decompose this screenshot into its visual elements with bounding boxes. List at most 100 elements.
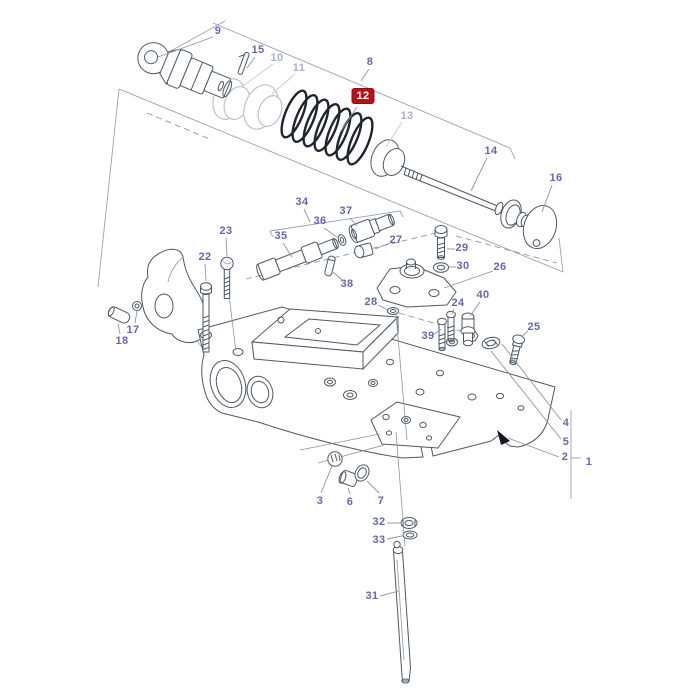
leader-line-10: [242, 63, 274, 87]
leader-line-8: [360, 68, 370, 82]
leader-line-13: [385, 121, 403, 148]
part-label-8: 8: [366, 56, 374, 68]
leader-line-28: [377, 304, 389, 311]
part-label-16: 16: [549, 172, 563, 184]
part-label-17: 17: [126, 324, 140, 336]
plug-27: [354, 242, 374, 259]
part-label-28: 28: [364, 296, 378, 308]
part-label-25: 25: [527, 321, 541, 333]
cover-disc-16: [522, 205, 558, 249]
bolt-25: [509, 334, 526, 366]
part-label-12: 12: [352, 89, 374, 103]
leader-line-37: [349, 217, 358, 227]
leader-line-33: [386, 535, 403, 540]
part-label-9: 9: [214, 25, 222, 37]
nut-30: [433, 262, 449, 273]
boundary-lines: [97, 20, 564, 288]
part-label-40: 40: [476, 289, 490, 301]
leader-line-7: [366, 480, 380, 494]
part-label-3: 3: [316, 495, 324, 507]
part-label-29: 29: [455, 242, 469, 254]
leader-line-23: [225, 237, 228, 257]
plug-6: [338, 470, 359, 487]
pin-38: [324, 255, 336, 277]
part-label-23: 23: [219, 225, 233, 237]
part-label-10: 10: [270, 52, 284, 64]
clevis-9: [137, 42, 233, 99]
leader-line-22: [204, 263, 207, 282]
leader-line-18: [117, 323, 121, 335]
oring-7: [354, 464, 370, 482]
leader-line-12: [340, 106, 358, 132]
part-label-27: 27: [389, 234, 403, 246]
oring-36: [337, 234, 347, 246]
part-label-22: 22: [198, 251, 212, 263]
part-label-6: 6: [346, 496, 354, 508]
part-label-11: 11: [292, 62, 306, 74]
part-label-35: 35: [274, 230, 288, 242]
valve-spool-35: [256, 237, 339, 281]
leader-line-36: [323, 227, 338, 238]
arrow-2: [497, 430, 510, 445]
leader-line-6: [347, 487, 351, 495]
part-label-1: 1: [585, 456, 593, 468]
part-label-4: 4: [562, 417, 570, 429]
rod-31: [392, 540, 412, 684]
part-label-37: 37: [339, 205, 353, 217]
part-label-34: 34: [295, 196, 309, 208]
leader-line-2: [507, 437, 560, 458]
leader-line-40: [469, 301, 481, 317]
bolt-24: [446, 310, 456, 343]
leader-line-27: [374, 242, 391, 250]
pin-18: [107, 306, 131, 324]
part-label-13: 13: [400, 110, 414, 122]
part-label-32: 32: [372, 516, 386, 528]
ring-17: [132, 301, 142, 311]
leader-line-14: [470, 157, 488, 192]
leader-line-34: [303, 208, 311, 223]
nut-32: [400, 517, 418, 529]
bracket-line-34: [269, 210, 404, 238]
leader-line-25: [520, 330, 529, 338]
plug-3: [327, 451, 343, 467]
part-label-7: 7: [377, 495, 385, 507]
leader-line-26: [443, 270, 494, 289]
part-label-2: 2: [561, 451, 569, 463]
washer-33: [402, 530, 418, 540]
leader-line-11: [271, 73, 296, 95]
part-label-15: 15: [251, 44, 265, 56]
spring-cap-13: [370, 139, 406, 177]
pin-15: [237, 51, 250, 75]
leader-line-4: [501, 343, 562, 421]
part-label-14: 14: [484, 145, 498, 157]
leader-line-9: [157, 36, 214, 58]
bolt-39: [437, 317, 447, 352]
pushrod-14: [400, 165, 530, 229]
leader-line-5: [490, 350, 562, 440]
leader-line-15: [246, 56, 256, 69]
leader-line-31: [379, 590, 400, 597]
leader-line-16: [541, 184, 553, 213]
hatched-washer: [481, 336, 501, 350]
leader-line-39: [433, 328, 442, 335]
part-label-18: 18: [115, 335, 129, 347]
leader-line-17: [134, 310, 138, 324]
bracket-plate-26: [376, 258, 457, 308]
spring-12: [280, 89, 374, 166]
part-label-26: 26: [493, 261, 507, 273]
part-label-33: 33: [372, 534, 386, 546]
part-label-36: 36: [313, 215, 327, 227]
lift-cover-casting: [141, 248, 556, 547]
part-label-31: 31: [365, 590, 379, 602]
part-label-39: 39: [421, 330, 435, 342]
assembly-bracket-1: [570, 410, 581, 499]
leader-line-24: [451, 308, 455, 315]
bolt-22: [200, 282, 212, 353]
part-label-5: 5: [562, 436, 570, 448]
bolt-29: [434, 225, 448, 260]
leader-line-3: [320, 465, 333, 494]
leader-line-35: [282, 242, 293, 258]
part-label-24: 24: [451, 297, 465, 309]
